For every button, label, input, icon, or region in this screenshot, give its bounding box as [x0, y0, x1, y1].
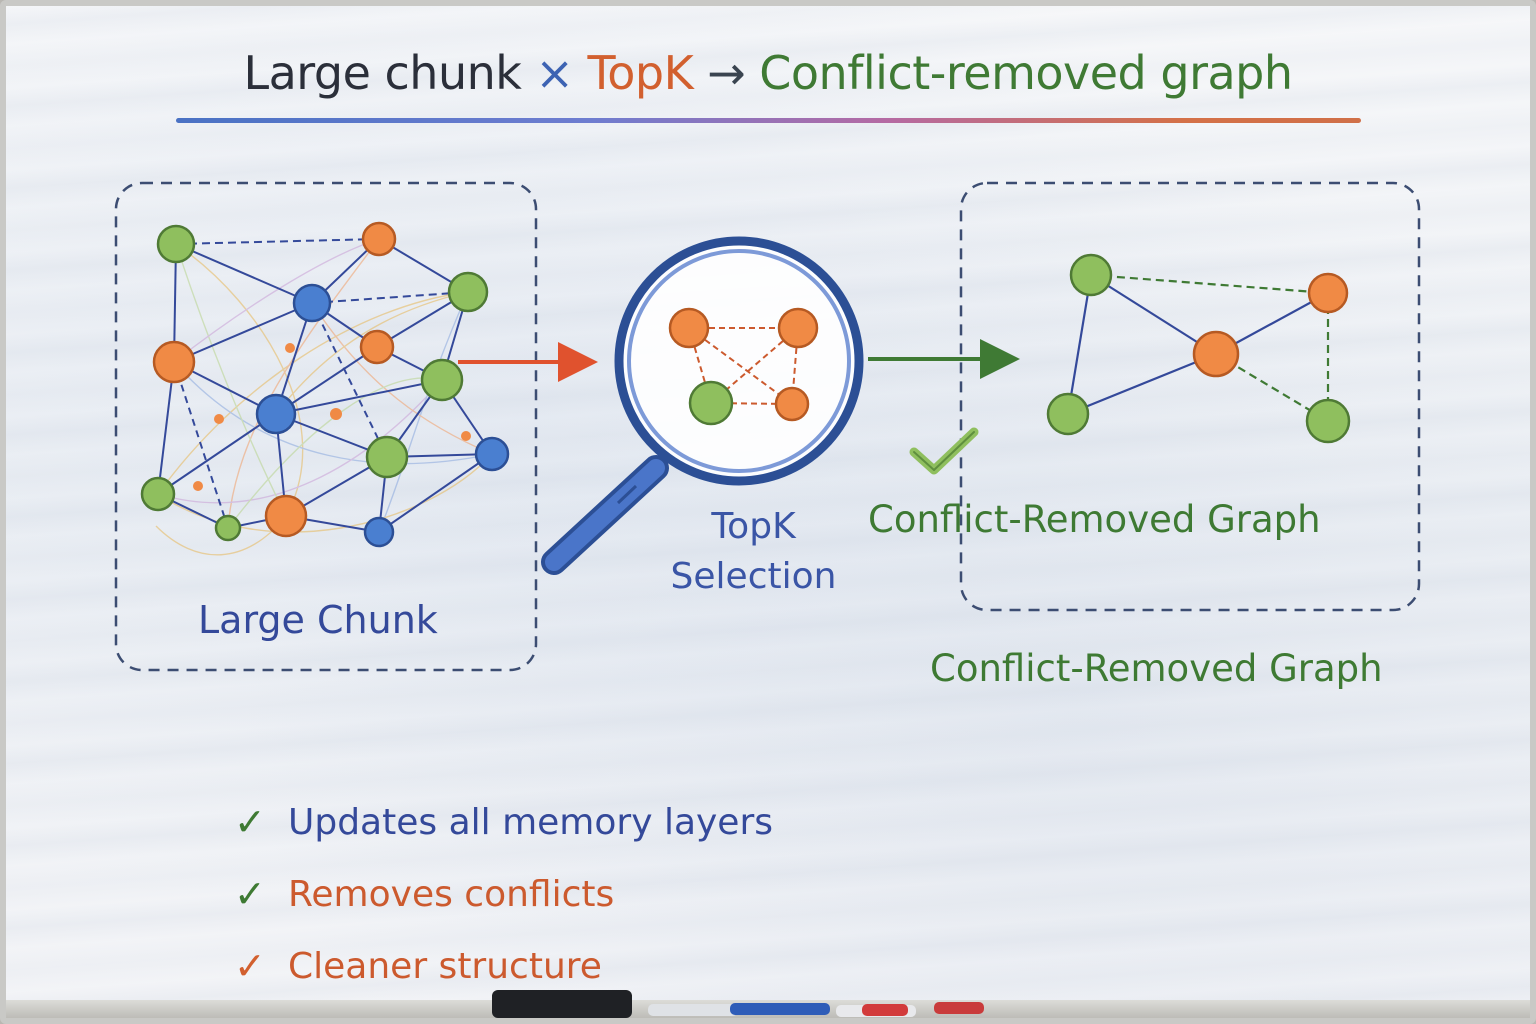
diagram-canvas	[114, 181, 1421, 672]
board-eraser	[492, 990, 632, 1018]
list-item-text: Cleaner structure	[288, 945, 602, 987]
node-blue	[474, 436, 510, 472]
marker-white	[648, 1004, 738, 1016]
large-chunk-faint-edges	[155, 238, 493, 556]
node-orange	[264, 494, 308, 538]
check-icon: ✓	[234, 872, 266, 916]
topk-label-line1: TopK	[711, 506, 796, 547]
topk-label-line2: Selection	[670, 556, 837, 597]
graph-label-inside: Conflict-Removed Graph	[868, 498, 1321, 541]
title-topk: TopK	[587, 46, 694, 100]
node-green	[365, 435, 409, 479]
list-item-text: Removes conflicts	[288, 873, 615, 915]
marker-red-2	[934, 1002, 984, 1014]
conflict-removed-graph	[1046, 253, 1351, 444]
marker-blue	[730, 1003, 830, 1015]
node-green	[156, 224, 196, 264]
list-item-text: Updates all memory layers	[288, 801, 774, 843]
graph-label-below: Conflict-Removed Graph	[930, 647, 1383, 690]
node-orange	[152, 340, 196, 384]
marker-red	[862, 1004, 908, 1016]
checkmark-icon	[909, 427, 979, 475]
large-chunk-label: Large Chunk	[198, 598, 438, 642]
list-item: ✓ Updates all memory layers	[234, 786, 773, 858]
list-item: ✓ Cleaner structure	[234, 930, 773, 1002]
large-chunk-small-dots	[193, 343, 471, 491]
title-conflict-removed-graph: Conflict-removed graph	[759, 46, 1293, 100]
node-orange	[359, 329, 395, 365]
conflict-removed-graph-box	[959, 181, 1421, 612]
magnifier-icon	[541, 236, 864, 575]
topk-subgraph	[668, 307, 819, 426]
node-blue	[363, 516, 395, 548]
large-chunk-nodes	[140, 221, 510, 548]
title-large-chunk: Large chunk	[243, 46, 522, 100]
topk-selection-label: TopK Selection	[646, 502, 861, 602]
list-item: ✓ Removes conflicts	[234, 858, 773, 930]
node-green	[140, 476, 176, 512]
node-blue	[292, 283, 332, 323]
node-green	[447, 271, 489, 313]
large-chunk-box	[114, 181, 538, 672]
title-times-symbol: ×	[535, 46, 574, 100]
node-orange	[361, 221, 397, 257]
title-arrow-symbol: →	[707, 46, 746, 100]
node-green	[214, 514, 242, 542]
node-green	[420, 358, 464, 402]
benefits-list: ✓ Updates all memory layers ✓ Removes co…	[234, 786, 773, 1002]
node-blue	[255, 393, 297, 435]
title-underline	[176, 118, 1361, 123]
check-icon: ✓	[234, 800, 266, 844]
page-title: Large chunk×TopK→Conflict-removed graph	[6, 46, 1530, 100]
check-icon: ✓	[234, 944, 266, 988]
